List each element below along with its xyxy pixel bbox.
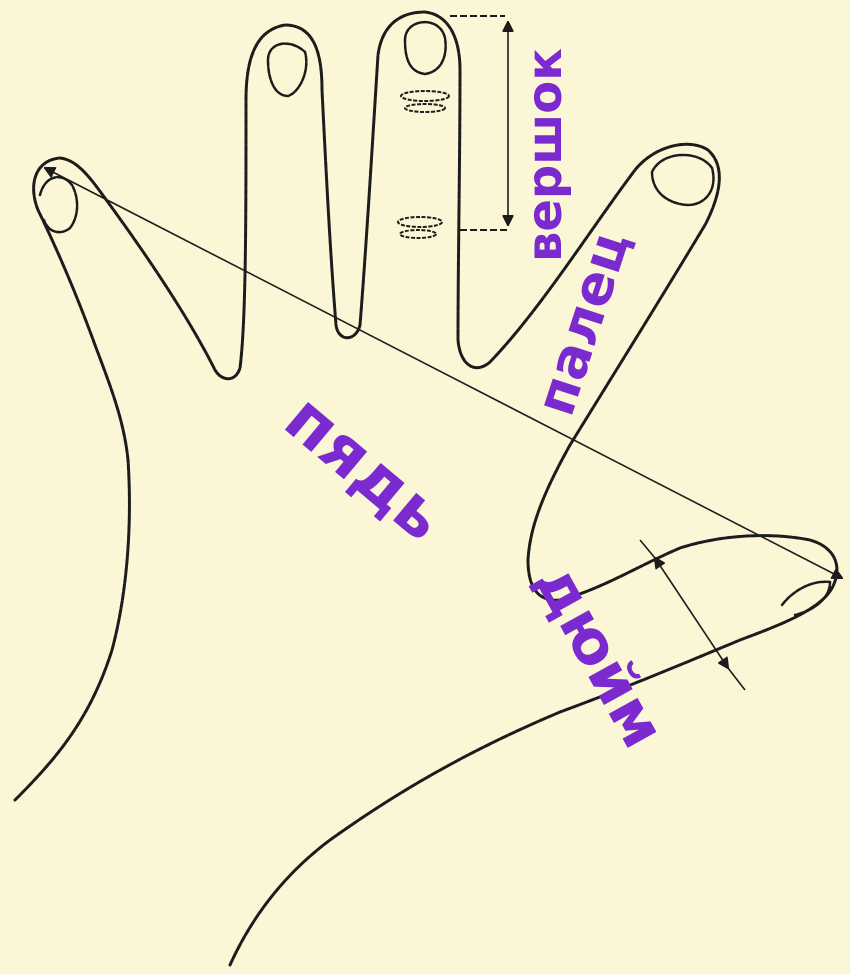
crease-upper-1 <box>401 91 449 101</box>
middle-nail <box>405 22 446 74</box>
thumb-nail <box>40 177 77 232</box>
label-vershok: вершок <box>521 48 569 262</box>
dyuim-arrow <box>655 558 728 668</box>
ring-nail <box>652 155 713 205</box>
crease-lower-1 <box>398 217 442 227</box>
dyuim-tail <box>728 668 745 690</box>
fifth-nail <box>782 582 830 615</box>
dyuim-head-tail <box>640 540 655 558</box>
crease-lower-2 <box>400 230 436 238</box>
crease-upper-2 <box>405 104 445 112</box>
index-nail <box>268 44 306 96</box>
